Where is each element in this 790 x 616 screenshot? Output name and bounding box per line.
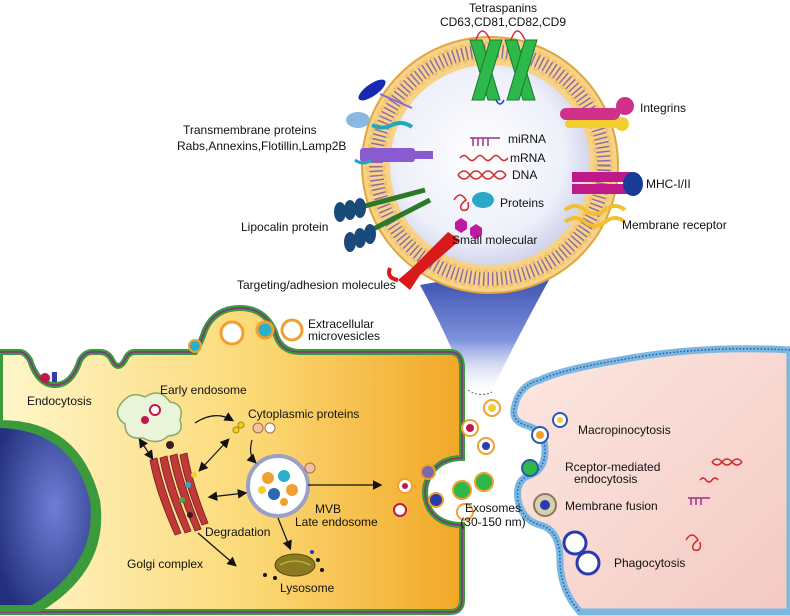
exosome-cargo <box>453 137 509 239</box>
uptake-vesicles <box>521 412 601 576</box>
recipient-cargo <box>685 458 743 552</box>
membrane-receptor <box>563 204 627 228</box>
membrane-receptor-label: Membrane receptor <box>622 218 727 232</box>
exosome-size-label: (30-150 nm) <box>460 515 526 529</box>
exosomes-label: Exosomes <box>464 501 522 515</box>
targeting-molecule <box>387 232 460 290</box>
lipocalin-label: Lipocalin protein <box>241 220 329 234</box>
mirna-label: miRNA <box>508 132 546 146</box>
phagocytosis-label: Phagocytosis <box>614 556 686 570</box>
membrane-fusion-label: Membrane fusion <box>565 499 658 513</box>
pathway-arrows <box>138 412 383 567</box>
mrna-icon <box>699 477 719 483</box>
tetraspanin-proteins <box>469 30 538 105</box>
lysosome <box>263 550 324 580</box>
protein-squiggle-icon <box>685 534 702 552</box>
integrins-label: Integrins <box>640 101 687 115</box>
degradation-label: Degradation <box>205 525 271 539</box>
extracellular-microvesicles <box>188 318 304 353</box>
early-endosome <box>116 392 182 443</box>
receptor-mediated-label-2: endocytosis <box>574 472 638 486</box>
cytoplasmic-proteins-label: Cytoplasmic proteins <box>248 407 360 421</box>
early-endosome-label: Early endosome <box>160 383 247 397</box>
golgi-vesicles <box>166 441 197 518</box>
small-molecule-icon <box>455 218 482 239</box>
targeting-label: Targeting/adhesion molecules <box>237 278 396 292</box>
dna-label: DNA <box>512 168 538 182</box>
microvesicles-label-2: microvesicles <box>308 329 381 343</box>
integrin-protein <box>560 97 634 131</box>
lipocalin-protein <box>334 187 432 252</box>
nucleus <box>0 420 102 612</box>
mhc-protein <box>572 172 643 196</box>
endocytosis-label: Endocytosis <box>27 394 92 408</box>
mvb-late-endosome <box>246 454 316 518</box>
microvesicles-label-1: Extracellular <box>308 317 375 331</box>
mrna-icon <box>459 154 509 162</box>
tetraspanins-list: CD63,CD81,CD82,CD9 <box>439 15 567 29</box>
mirna-icon <box>688 497 710 505</box>
mvb-label: MVB <box>315 502 342 516</box>
transmembrane-list: Rabs,Annexins,Flotillin,Lamp2B <box>177 139 347 153</box>
golgi-label: Golgi complex <box>127 557 204 571</box>
recipient-cell <box>510 345 790 616</box>
protein-blob-icon <box>472 192 494 208</box>
mirna-icon <box>470 137 500 146</box>
small-molecular-label: Small molecular <box>452 233 538 247</box>
endocytosis-pit <box>40 372 57 383</box>
golgi-complex <box>149 452 209 536</box>
zoom-cone <box>420 260 560 394</box>
cytoplasmic-proteins <box>232 421 276 434</box>
macropinocytosis-label: Macropinocytosis <box>578 423 671 437</box>
dna-icon <box>457 170 507 180</box>
proteins-label: Proteins <box>500 196 545 210</box>
transmembrane-title: Transmembrane proteins <box>183 123 317 137</box>
receptor-mediated-label-1: Rceptor-mediated <box>565 460 661 474</box>
dna-icon <box>711 458 743 466</box>
lysosome-label: Lysosome <box>280 581 335 595</box>
tetraspanins-title: Tetraspanins <box>468 1 538 15</box>
protein-squiggle-icon <box>453 194 470 212</box>
late-endosome-label: Late endosome <box>295 515 378 529</box>
donor-cell <box>0 304 465 615</box>
mrna-label: mRNA <box>510 151 546 165</box>
released-exosomes <box>393 399 501 521</box>
mhc-label: MHC-I/II <box>646 177 691 191</box>
transmembrane-proteins <box>346 79 433 165</box>
